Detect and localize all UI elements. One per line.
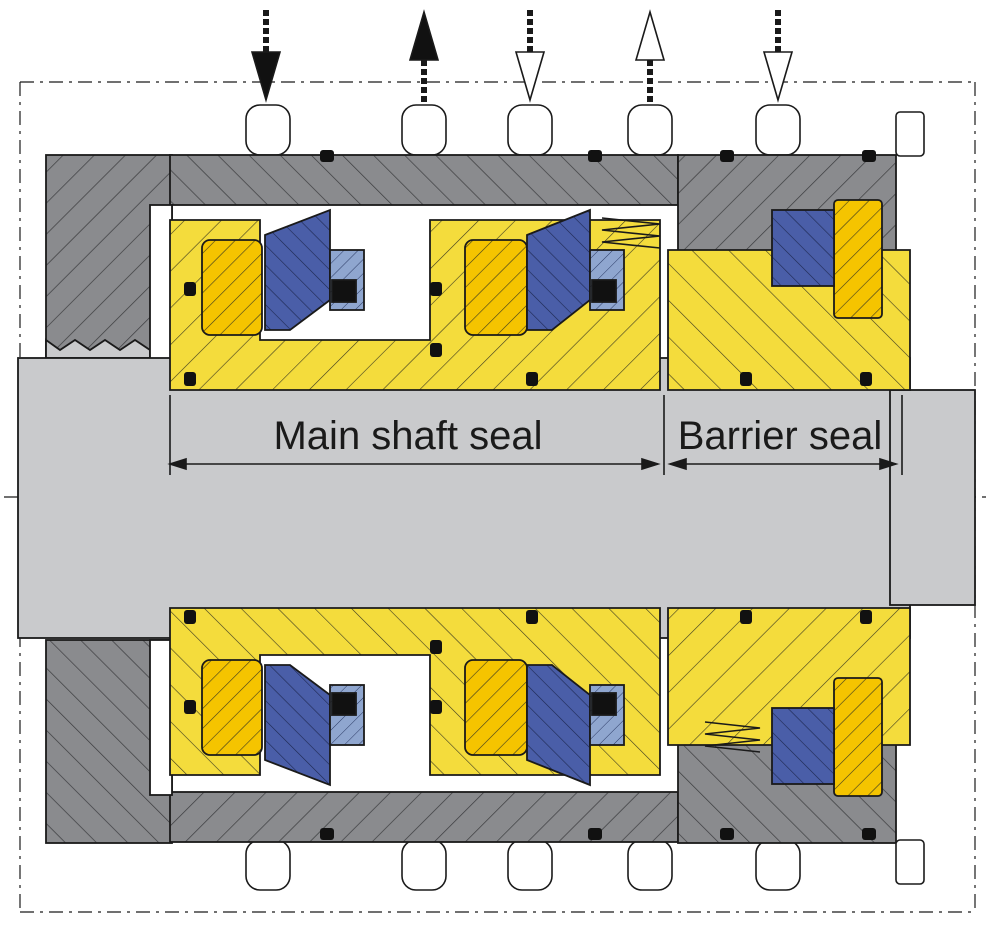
inlet-arrow-hollow-icon	[514, 10, 546, 103]
springs	[601, 217, 761, 753]
dimension-lines	[167, 395, 903, 475]
outlet-arrow-hollow-icon	[634, 9, 666, 102]
bottom-port-bosses	[245, 839, 801, 891]
seal-rings-bottom	[201, 659, 883, 797]
shaft	[17, 357, 976, 639]
seal-rings-top	[201, 199, 883, 336]
gland-plate	[895, 111, 925, 885]
o-rings	[184, 150, 876, 840]
top-port-bosses	[245, 104, 801, 156]
barrier-seal-label: Barrier seal	[678, 414, 883, 458]
port-arrows	[250, 9, 794, 103]
inlet-arrow-solid-icon	[250, 10, 282, 103]
inlet-arrow-hollow-icon	[762, 10, 794, 103]
outlet-arrow-solid-icon	[408, 9, 440, 102]
main-shaft-seal-label: Main shaft seal	[273, 414, 542, 458]
